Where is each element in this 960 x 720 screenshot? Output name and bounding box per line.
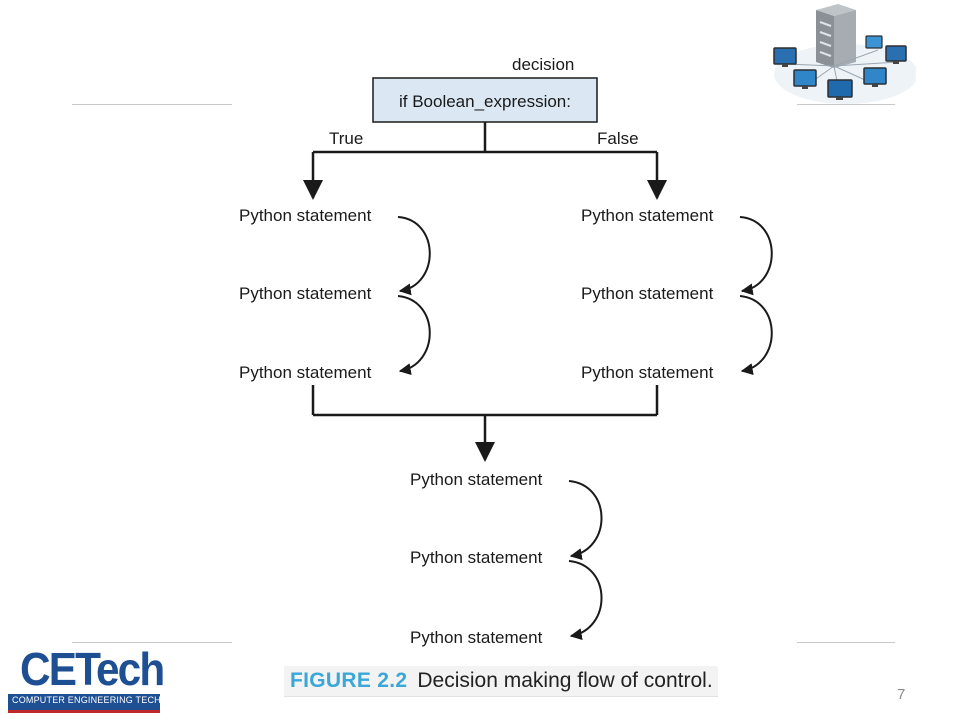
- true-statement-1: Python statement: [239, 206, 372, 225]
- false-statement-3: Python statement: [581, 363, 714, 382]
- false-branch-flow-arrows: [739, 216, 773, 376]
- decision-label: decision: [512, 55, 574, 74]
- condition-box: [372, 77, 598, 123]
- false-label: False: [597, 129, 639, 148]
- bottom-rule-left: [72, 642, 232, 643]
- computer-network-icon: [773, 4, 916, 104]
- figure-label: FIGURE 2.2: [290, 669, 408, 692]
- figure-caption: FIGURE 2.2 Decision making flow of contro…: [284, 666, 718, 697]
- condition-text: if Boolean_expression:: [399, 92, 571, 111]
- figure-caption-text: Decision making flow of control.: [417, 669, 713, 692]
- top-rule-left: [72, 104, 232, 105]
- after-statement-1: Python statement: [410, 470, 543, 489]
- true-branch-flow-arrows: [397, 216, 431, 376]
- after-flow-arrows: [568, 480, 603, 641]
- top-rule-right: [797, 104, 895, 105]
- page-number: 7: [897, 686, 906, 703]
- logo-main-text: CETech: [20, 643, 165, 695]
- logo-sub-text: COMPUTER ENGINEERING TECHNOLOGY: [12, 695, 201, 705]
- false-statement-2: Python statement: [581, 284, 714, 303]
- true-label: True: [329, 129, 363, 148]
- after-statement-2: Python statement: [410, 548, 543, 567]
- true-statement-2: Python statement: [239, 284, 372, 303]
- false-statement-1: Python statement: [581, 206, 714, 225]
- after-statement-3: Python statement: [410, 628, 543, 647]
- cetech-logo: CETech COMPUTER ENGINEERING TECHNOLOGY: [8, 643, 200, 714]
- bottom-rule-right: [797, 642, 895, 643]
- logo-red-line: [8, 710, 160, 713]
- logo-bar: [8, 694, 160, 710]
- merge-connector: [311, 385, 659, 462]
- true-statement-3: Python statement: [239, 363, 372, 382]
- branch-connector: [303, 122, 667, 200]
